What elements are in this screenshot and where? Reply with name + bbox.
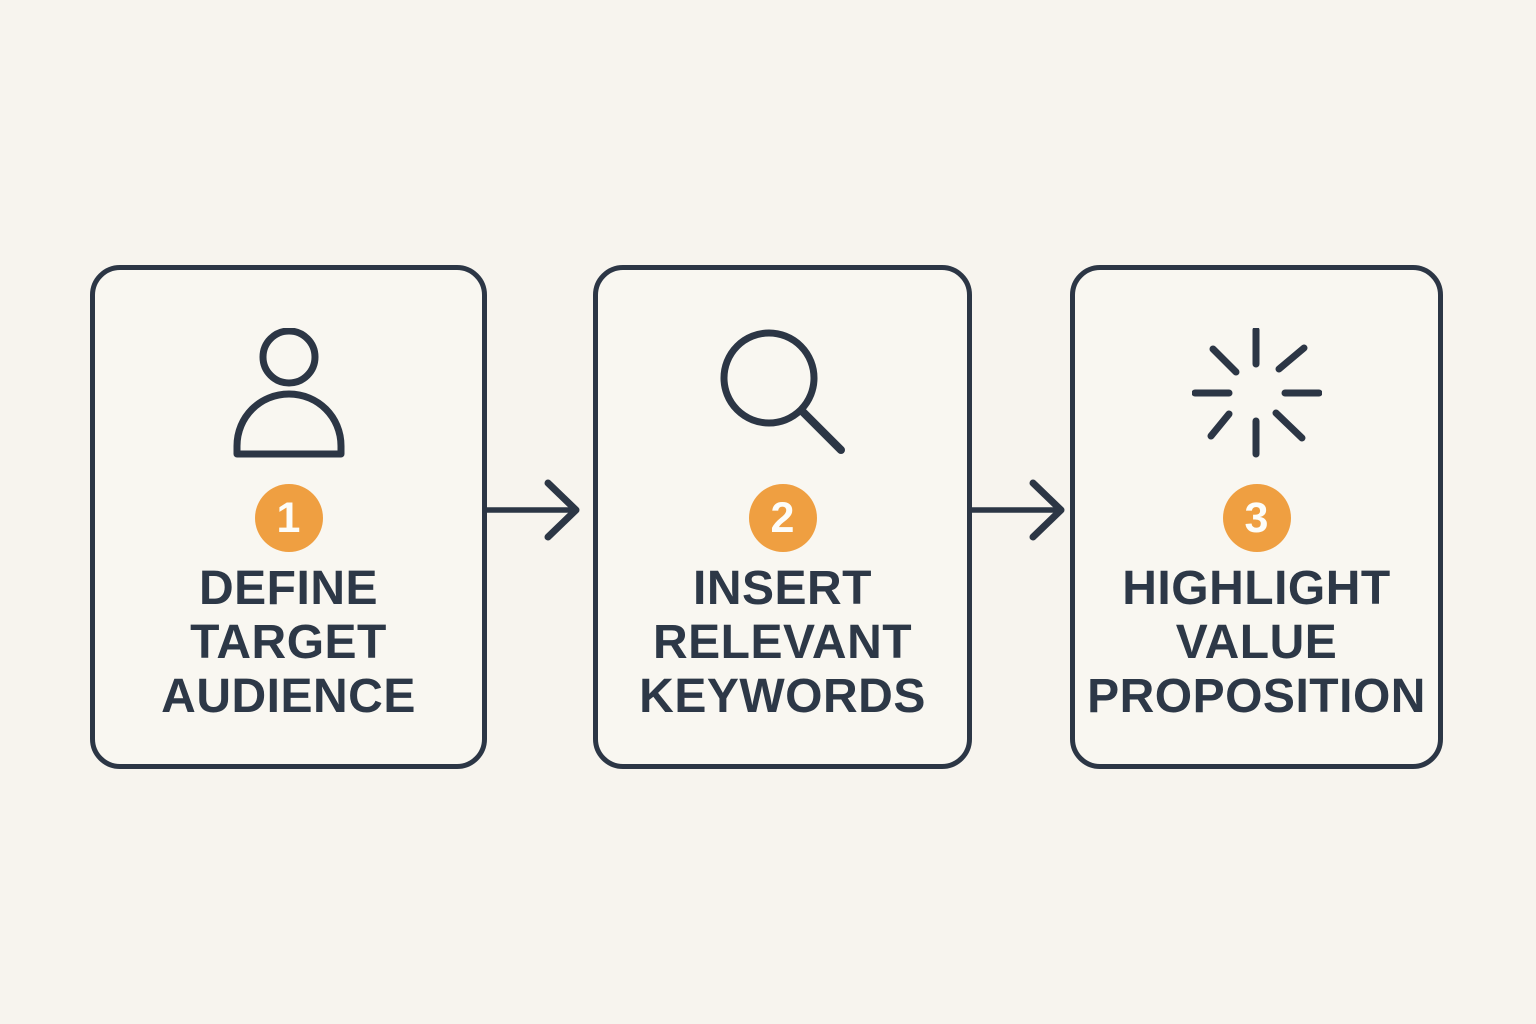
- step-card-define-target-audience: 1 DEFINE TARGET AUDIENCE: [90, 265, 487, 769]
- step-label-line: INSERT: [692, 562, 872, 615]
- step-label-line: PROPOSITION: [1087, 670, 1426, 723]
- step-label-line: KEYWORDS: [639, 670, 926, 723]
- step-number: 1: [276, 493, 301, 542]
- step-label-line: RELEVANT: [652, 616, 913, 669]
- step-label: DEFINE TARGET AUDIENCE: [95, 562, 482, 724]
- step-label-line: TARGET: [190, 616, 387, 669]
- step-label-line: DEFINE: [198, 562, 378, 615]
- step-card-insert-relevant-keywords: 2 INSERT RELEVANT KEYWORDS: [593, 265, 972, 769]
- step-number-badge: 2: [748, 484, 817, 552]
- step-label-line: VALUE: [1175, 616, 1338, 669]
- arrow-right-icon: [485, 476, 583, 544]
- step-card-highlight-value-proposition: 3 HIGHLIGHT VALUE PROPOSITION: [1070, 265, 1443, 769]
- step-number-badge: 1: [254, 484, 323, 552]
- step-label-line: AUDIENCE: [161, 670, 416, 723]
- starburst-icon: [1075, 328, 1438, 458]
- person-icon: [95, 328, 482, 458]
- step-number: 2: [770, 493, 795, 542]
- step-number: 3: [1244, 493, 1269, 542]
- search-icon: [598, 328, 967, 456]
- step-label-line: HIGHLIGHT: [1122, 562, 1391, 615]
- step-number-badge: 3: [1222, 484, 1291, 552]
- arrow-right-icon: [970, 476, 1068, 544]
- step-label: HIGHLIGHT VALUE PROPOSITION: [1075, 562, 1438, 724]
- step-label: INSERT RELEVANT KEYWORDS: [598, 562, 967, 724]
